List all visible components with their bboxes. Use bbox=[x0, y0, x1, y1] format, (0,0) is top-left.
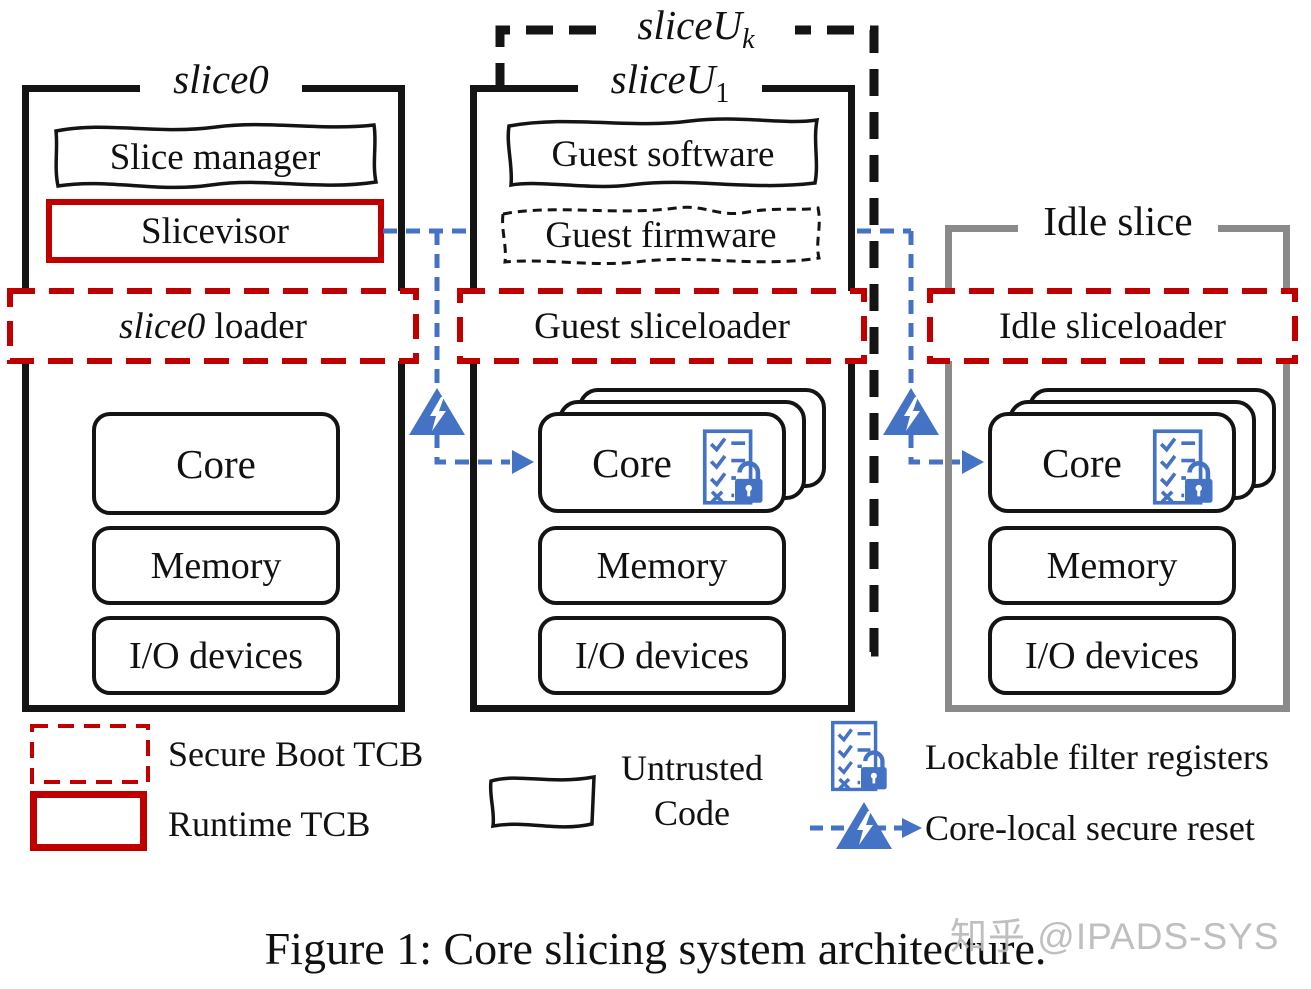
legend-secure-boot-label: Secure Boot TCB bbox=[168, 734, 424, 774]
secure-reset-bolt-icon bbox=[883, 388, 939, 435]
watermark: 知乎 @IPADS-SYS bbox=[950, 916, 1280, 957]
lockable-filter-icon bbox=[702, 429, 763, 505]
idle-sliceloader-label: Idle sliceloader bbox=[998, 305, 1227, 347]
slice-manager-label: Slice manager bbox=[109, 136, 321, 178]
idle-memory-box: Memory bbox=[988, 526, 1236, 605]
secure-reset-bolt-icon bbox=[409, 388, 465, 435]
legend-runtime-label: Runtime TCB bbox=[168, 804, 371, 844]
slice0-memory-box: Memory bbox=[92, 526, 340, 605]
legend-secure-reset-label: Core-local secure reset bbox=[925, 808, 1255, 848]
idle-slice-title: Idle slice bbox=[1018, 199, 1218, 243]
legend-lockable-filter-label: Lockable filter registers bbox=[925, 737, 1269, 777]
legend-untrusted-label: Untrusted Code bbox=[621, 748, 763, 833]
slice0-io-box: I/O devices bbox=[92, 616, 340, 695]
legend-runtime-swatch bbox=[30, 791, 147, 851]
sliceUk-title: sliceUk bbox=[597, 3, 795, 54]
lockable-filter-icon bbox=[1152, 429, 1213, 505]
guest-software-box bbox=[506, 117, 820, 189]
legend-untrusted-swatch bbox=[488, 774, 596, 829]
sliceU1-memory-box: Memory bbox=[538, 526, 786, 605]
guest-firmware-box bbox=[501, 205, 821, 266]
guest-firmware-label: Guest firmware bbox=[545, 214, 777, 256]
idle-io-box: I/O devices bbox=[988, 616, 1236, 695]
slicevisor-label: Slicevisor bbox=[141, 210, 289, 252]
slice0-loader-box bbox=[7, 288, 419, 364]
slice0-loader-label: slice0 loader bbox=[118, 305, 307, 347]
slicevisor-box: Slicevisor bbox=[46, 199, 384, 263]
legend-lockable-filter-icon bbox=[831, 720, 887, 792]
sliceU1-title: sliceU1 bbox=[578, 57, 762, 108]
guest-sliceloader-box bbox=[457, 288, 867, 364]
slice-manager-box bbox=[54, 122, 379, 190]
guest-sliceloader-label: Guest sliceloader bbox=[534, 305, 790, 347]
legend-secure-boot-swatch bbox=[30, 724, 150, 784]
figure-caption: Figure 1: Core slicing system architectu… bbox=[264, 923, 1047, 974]
slice0-title: slice0 bbox=[140, 57, 302, 101]
legend-secure-reset-icon bbox=[810, 802, 922, 849]
idle-sliceloader-box bbox=[927, 288, 1298, 364]
sliceU1-io-box: I/O devices bbox=[538, 616, 786, 695]
guest-software-label: Guest software bbox=[551, 133, 775, 175]
slice0-core-box: Core bbox=[92, 412, 340, 515]
